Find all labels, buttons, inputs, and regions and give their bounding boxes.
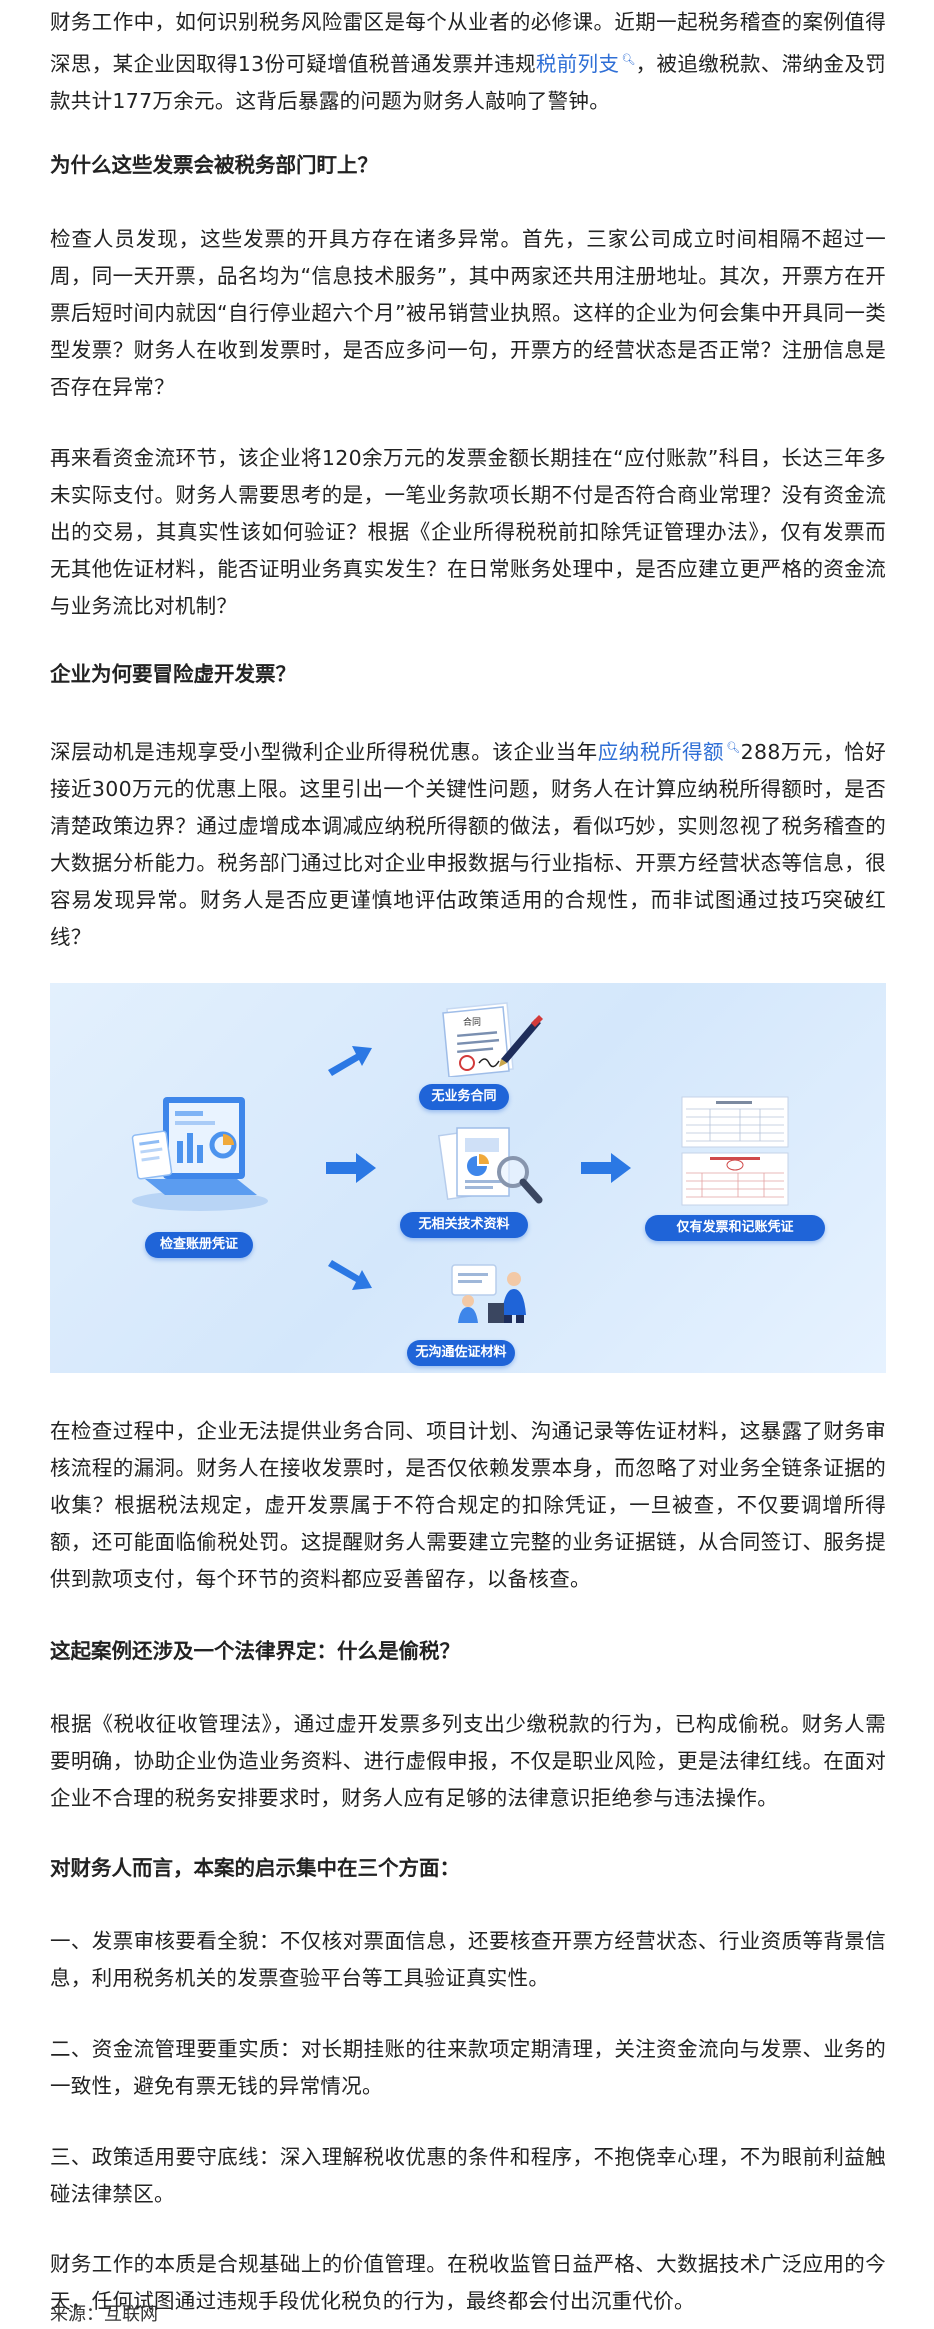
paragraph-invoice-anomalies: 检查人员发现，这些发票的开具方存在诸多异常。首先，三家公司成立时间相隔不超过一周… bbox=[50, 227, 886, 399]
arrow-right-icon bbox=[326, 1153, 376, 1183]
search-icon: 🔍︎ bbox=[621, 53, 636, 66]
no-technical-docs-label: 无相关技术资料 bbox=[400, 1212, 528, 1238]
heading-why-invoices: 为什么这些发票会被税务部门盯上？ bbox=[50, 153, 378, 177]
technical-documents-icon bbox=[437, 1127, 543, 1204]
paragraph-motive: 深层动机是违规享受小型微利企业所得税优惠。该企业当年应纳税所得额🔍︎288万元，… bbox=[50, 739, 886, 949]
invoice-only-label: 仅有发票和记账凭证 bbox=[645, 1215, 825, 1241]
invoice-voucher-icon bbox=[681, 1096, 789, 1206]
no-communication-label: 无沟通佐证材料 bbox=[407, 1340, 515, 1366]
heading-lessons: 对财务人而言，本案的启示集中在三个方面： bbox=[50, 1856, 460, 1880]
contract-icon: 合同 bbox=[442, 1002, 543, 1077]
paragraph-conclusion: 财务工作的本质是合规基础上的价值管理。在税收监管日益严格、大数据技术广泛应用的今… bbox=[50, 2252, 886, 2313]
source-note: 来源：互联网 bbox=[50, 2304, 158, 2325]
heading-tax-evasion: 这起案例还涉及一个法律界定：什么是偷税？ bbox=[50, 1639, 460, 1663]
paragraph-legal-definition: 根据《税收征收管理法》，通过虚开发票多列支出少缴税款的行为，已构成偷税。财务人需… bbox=[50, 1712, 886, 1810]
taxable-income-link[interactable]: 应纳税所得额🔍︎ bbox=[597, 739, 741, 764]
paragraph-evidence-chain: 在检查过程中，企业无法提供业务合同、项目计划、沟通记录等佐证材料，这暴露了财务审… bbox=[50, 1419, 886, 1591]
arrow-down-right-icon bbox=[328, 1260, 372, 1290]
no-contract-label: 无业务合同 bbox=[419, 1084, 509, 1110]
paragraph-lesson-two: 二、资金流管理要重实质：对长期挂账的往来款项定期清理，关注资金流向与发票、业务的… bbox=[50, 2037, 886, 2098]
check-ledger-label: 检查账册凭证 bbox=[145, 1232, 253, 1258]
contract-word: 合同 bbox=[463, 1016, 481, 1028]
intro-text-start: 财务工作中，如何识别税务风险雷区是每个从业者的必修课。近期一起税务稽查的案例值得… bbox=[50, 10, 886, 76]
heading-why-risk: 企业为何要冒险虚开发票？ bbox=[50, 662, 296, 686]
paragraph-lesson-one: 一、发票审核要看全貌：不仅核对票面信息，还要核查开票方经营状态、行业资质等背景信… bbox=[50, 1929, 886, 1990]
ledger-laptop-icon bbox=[131, 1097, 268, 1211]
tax-deduction-link[interactable]: 税前列支🔍︎ bbox=[535, 51, 636, 76]
paragraph-lesson-three: 三、政策适用要守底线：深入理解税收优惠的条件和程序，不抱侥幸心理，不为眼前利益触… bbox=[50, 2145, 886, 2206]
arrow-right-icon bbox=[581, 1153, 631, 1183]
illustration-figure: 检查账册凭证 合同 无业务合同 bbox=[50, 983, 886, 1373]
intro-paragraph: 财务工作中，如何识别税务风险雷区是每个从业者的必修课。近期一起税务稽查的案例值得… bbox=[50, 4, 886, 120]
search-icon: 🔍︎ bbox=[726, 741, 741, 754]
paragraph-fund-flow: 再来看资金流环节，该企业将120余万元的发票金额长期挂在“应付账款”科目，长达三… bbox=[50, 446, 886, 618]
arrow-up-right-icon bbox=[328, 1046, 372, 1076]
communication-people-icon bbox=[451, 1264, 526, 1323]
intro-text-end: ，被追缴税款、滞纳金及罚款共计177万余元。这背后暴露的问题为财务人敲响了警钟。 bbox=[50, 51, 887, 113]
